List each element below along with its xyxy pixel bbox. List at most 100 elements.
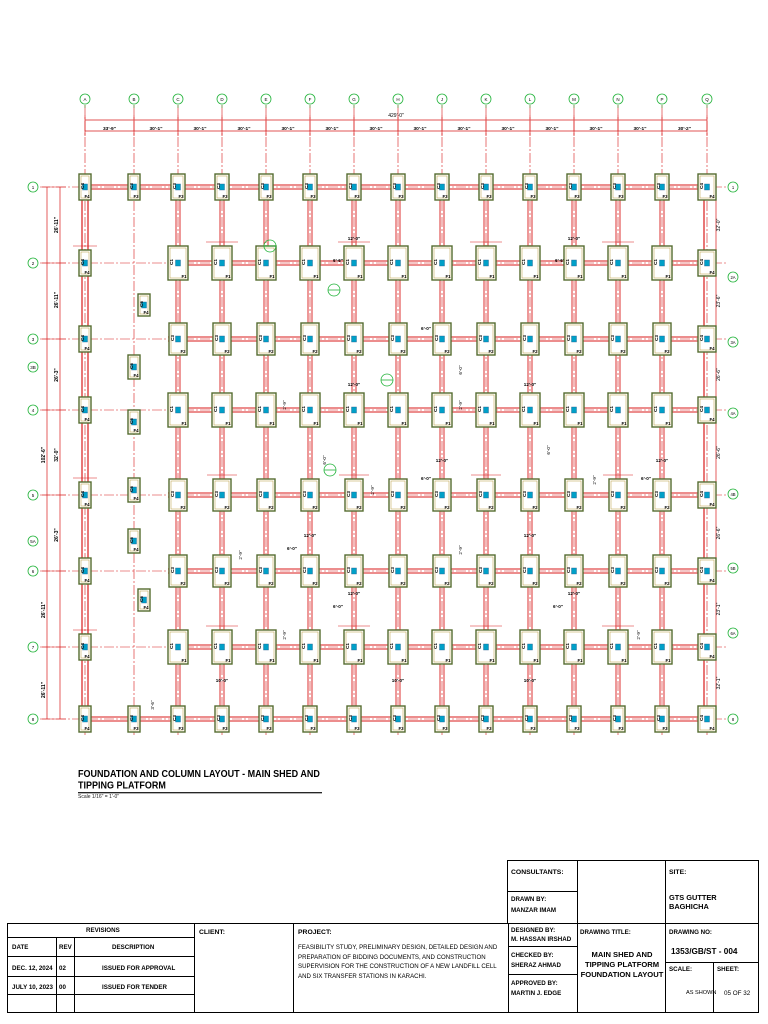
column-tag: C1 [345, 406, 350, 412]
column-tag: C3 [434, 491, 439, 497]
footing-tag: F3 [530, 194, 536, 199]
site-value: GTS GUTTER BAGHICHA [669, 893, 717, 911]
spacing-dimension-label: 30'-1" [325, 126, 338, 132]
column-section [439, 715, 445, 723]
column-tag: C3 [170, 335, 175, 341]
column-tag: C3 [260, 715, 265, 721]
column-section [439, 335, 445, 343]
column-tag: C1 [653, 259, 658, 265]
designed-by-label: DESIGNED BY: [511, 927, 556, 934]
right-dimension-label: 26'-6" [716, 526, 722, 539]
scale-label: SCALE: [669, 966, 693, 973]
column-section [659, 643, 665, 651]
footing-tag: F1 [401, 274, 407, 279]
column-section [82, 567, 88, 575]
footing-tag: F1 [621, 274, 627, 279]
column-tag: C3 [522, 491, 527, 497]
grid-bubble [260, 93, 272, 105]
column-section [571, 491, 577, 499]
footing-inner-line [129, 356, 139, 378]
column-tag: C1 [169, 643, 174, 649]
grid-bubble [436, 93, 448, 105]
column-tag: C3 [612, 183, 617, 189]
column-tag: C3 [654, 491, 659, 497]
footing-tag: F2 [620, 581, 626, 586]
site-label: SITE: [669, 869, 687, 876]
footing-tag: F1 [357, 274, 363, 279]
footing-tag: F1 [621, 421, 627, 426]
column-section [219, 567, 225, 575]
column-section [219, 643, 225, 651]
column-section [263, 643, 269, 651]
column-tag: C3 [436, 715, 441, 721]
right-dimension-label: 26'-6" [716, 368, 722, 381]
grid-bubble-label: 3A [730, 340, 735, 345]
column-section [82, 335, 88, 343]
column-section [351, 183, 357, 191]
grid-bubble [79, 93, 91, 105]
drawn-by-value: MANZAR IMAM [511, 907, 557, 914]
column-tag: C3 [260, 183, 265, 189]
grid-bubble [348, 93, 360, 105]
footing-inner-line [213, 631, 231, 663]
column-tag: C3 [656, 715, 661, 721]
footing-dimension-label: 10'-0" [524, 678, 536, 683]
column-tag: C3 [304, 715, 309, 721]
column-tag: C5 [139, 301, 144, 307]
spacing-dimension-label: 30'-1" [457, 126, 470, 132]
grid-bubble-label: K [484, 97, 487, 102]
column-tag: C3 [304, 183, 309, 189]
column-tag: C1 [257, 643, 262, 649]
footing-tag: F2 [268, 581, 274, 586]
footing-tag: F1 [533, 421, 539, 426]
column-section [704, 335, 710, 343]
column-tag: C3 [478, 567, 483, 573]
rev-header-rev: REV [59, 944, 72, 951]
footing-tag: F2 [312, 581, 318, 586]
footing-tag: F1 [225, 274, 231, 279]
footing-dimension-label: 6'-6" [555, 258, 565, 263]
footing-inner-line [609, 247, 627, 279]
column-section [527, 643, 533, 651]
footing-inner-line [258, 480, 274, 510]
column-section [175, 406, 181, 414]
left-dimension-label: 26'-3" [54, 368, 60, 382]
footing-inner-line [521, 394, 539, 426]
footing-inner-line [345, 631, 363, 663]
column-section [615, 406, 621, 414]
column-section [131, 183, 137, 191]
column-tag: C3 [348, 715, 353, 721]
footing-inner-line [260, 707, 272, 731]
footing-tag: F3 [486, 726, 492, 731]
column-section [527, 183, 533, 191]
column-section [527, 335, 533, 343]
spacing-dimension-label: 30'-1" [633, 126, 646, 132]
footing-dimension-label: 6'-0" [322, 455, 327, 465]
grid-bubble [27, 404, 39, 416]
revisions-label: REVISIONS [86, 927, 120, 934]
footing-inner-line [654, 480, 670, 510]
footing-dimension-label: 6'-0" [553, 604, 563, 609]
footing-tag: F4 [84, 726, 90, 731]
footing-tag: F4 [133, 547, 139, 552]
column-section [704, 567, 710, 575]
